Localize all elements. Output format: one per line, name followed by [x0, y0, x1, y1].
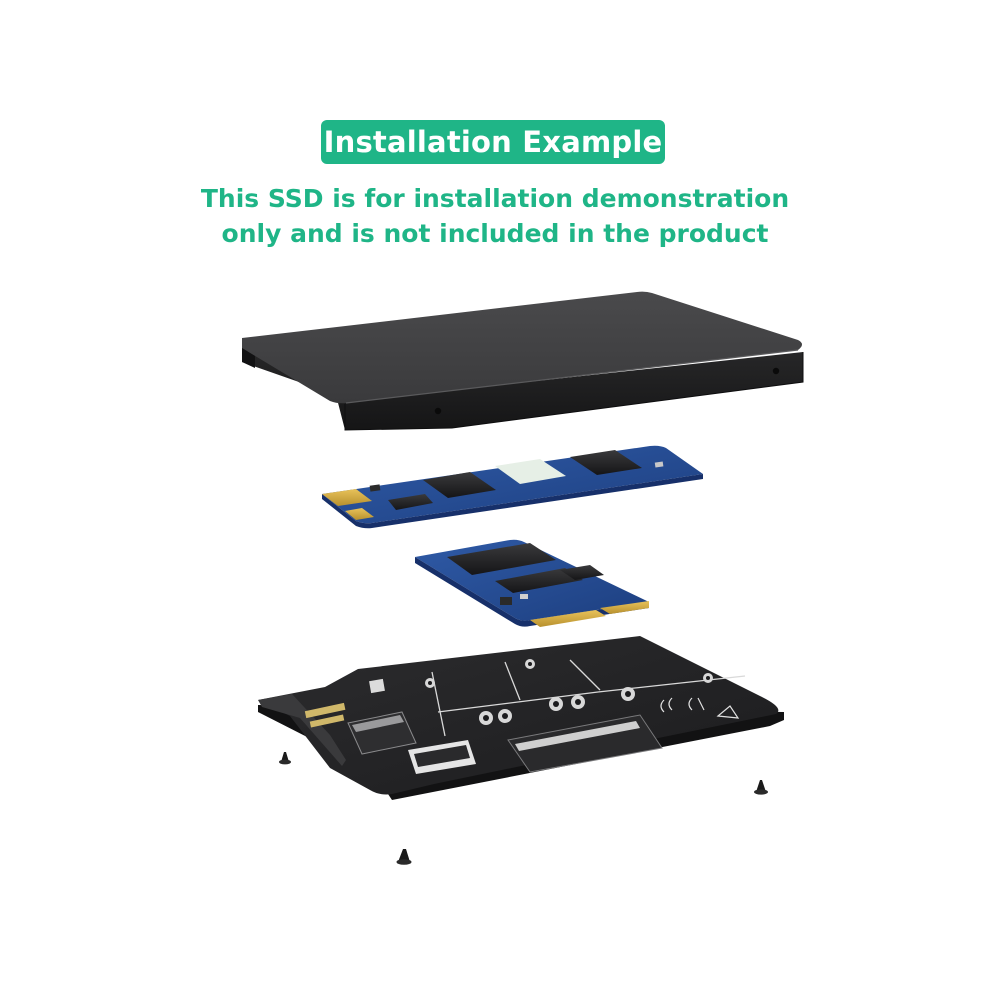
adapter-board	[258, 636, 784, 800]
subtitle-line-2: only and is not included in the product	[221, 219, 769, 248]
ssd-enclosure	[242, 291, 804, 431]
subtitle-line-1: This SSD is for installation demonstrati…	[200, 184, 790, 213]
screw-bottom	[396, 849, 412, 865]
msata-ssd	[415, 539, 649, 627]
screw-right	[754, 780, 768, 795]
title-badge: Installation Example	[321, 120, 665, 164]
m2-ssd	[322, 445, 703, 529]
screw-left	[279, 752, 291, 765]
title-badge-text: Installation Example	[323, 125, 663, 159]
screws	[279, 752, 768, 865]
